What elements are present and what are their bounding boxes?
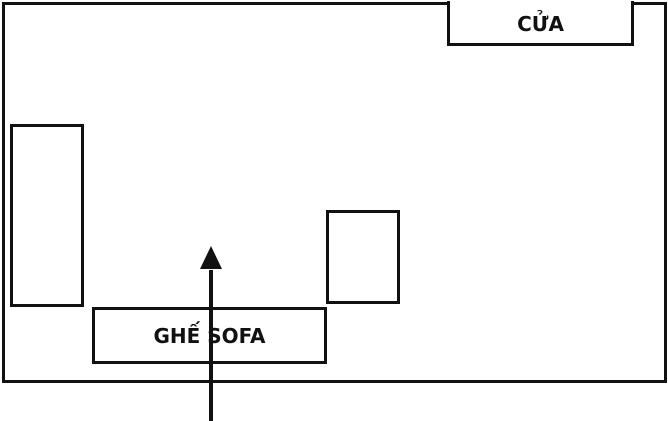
- small-furniture: [326, 210, 400, 304]
- sofa-label: GHẾ SOFA: [153, 323, 266, 348]
- left-furniture: [10, 124, 84, 307]
- door: CỬA: [447, 1, 634, 46]
- door-label: CỬA: [517, 12, 564, 36]
- sofa: GHẾ SOFA: [92, 307, 327, 364]
